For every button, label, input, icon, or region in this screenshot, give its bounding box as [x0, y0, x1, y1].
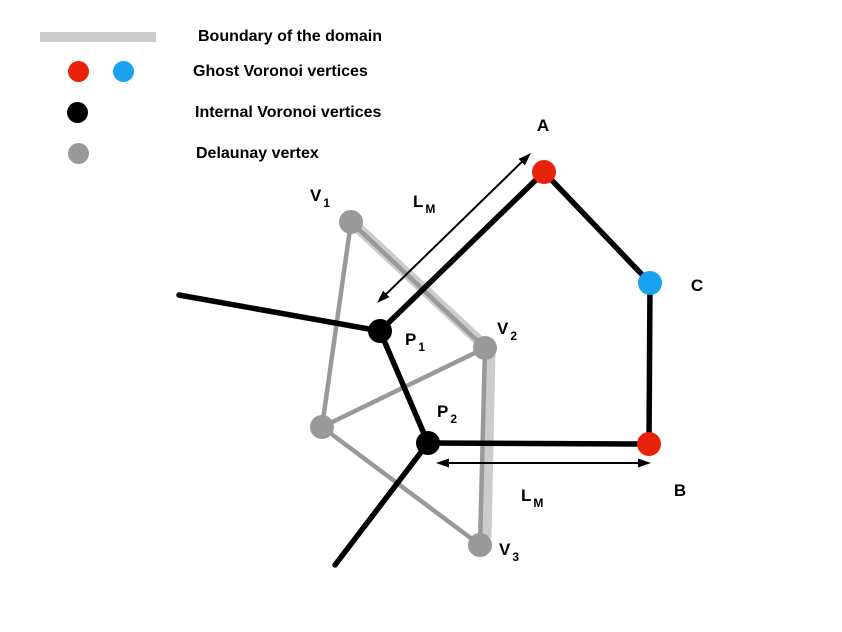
boundary-band	[352, 221, 496, 539]
vertex-V1	[339, 210, 363, 234]
voronoi-edge-2	[377, 328, 431, 446]
voronoi-edge-3	[332, 440, 431, 568]
voronoi-edge-4	[425, 440, 652, 447]
delaunay-edge-D0-V3	[319, 424, 483, 548]
legend-label-delaunay: Delaunay vertex	[196, 145, 319, 162]
vertex-P2	[416, 431, 440, 455]
legend-swatch-delaunay-dot	[68, 143, 89, 164]
voronoi-edge-6	[646, 280, 653, 447]
voronoi-edge-0	[176, 292, 383, 334]
delaunay-edge-V2-V3	[477, 345, 488, 548]
arrowhead	[638, 458, 651, 468]
vertex-label-C: C	[691, 276, 703, 295]
legend-swatch-boundary	[40, 32, 156, 42]
legend-label-internal: Internal Voronoi vertices	[195, 104, 382, 121]
vertex-D0	[310, 415, 334, 439]
legend-swatch-ghost-blue-dot	[113, 61, 134, 82]
delaunay-edge-V1-V2	[348, 219, 488, 351]
measure-arrow-0	[384, 159, 524, 297]
vertex-label-A: A	[537, 116, 549, 135]
legend-label-boundary: Boundary of the domain	[198, 28, 382, 45]
vertex-A	[532, 160, 556, 184]
legend-swatch-ghost-red-dot	[68, 61, 89, 82]
vertex-V3	[468, 533, 492, 557]
vertex-P1	[368, 319, 392, 343]
voronoi-edge-5	[541, 169, 653, 286]
vertex-B	[637, 432, 661, 456]
legend-swatch-internal-dot	[67, 102, 88, 123]
arrowhead	[518, 153, 531, 166]
voronoi-edge-1	[377, 169, 547, 334]
vertex-V2	[473, 336, 497, 360]
arrowhead	[436, 458, 449, 468]
arrowhead	[377, 290, 390, 303]
vertex-label-B: B	[674, 481, 686, 500]
legend: Boundary of the domain Ghost Voronoi ver…	[0, 0, 460, 180]
legend-label-ghost: Ghost Voronoi vertices	[193, 63, 368, 80]
vertex-C	[638, 271, 662, 295]
